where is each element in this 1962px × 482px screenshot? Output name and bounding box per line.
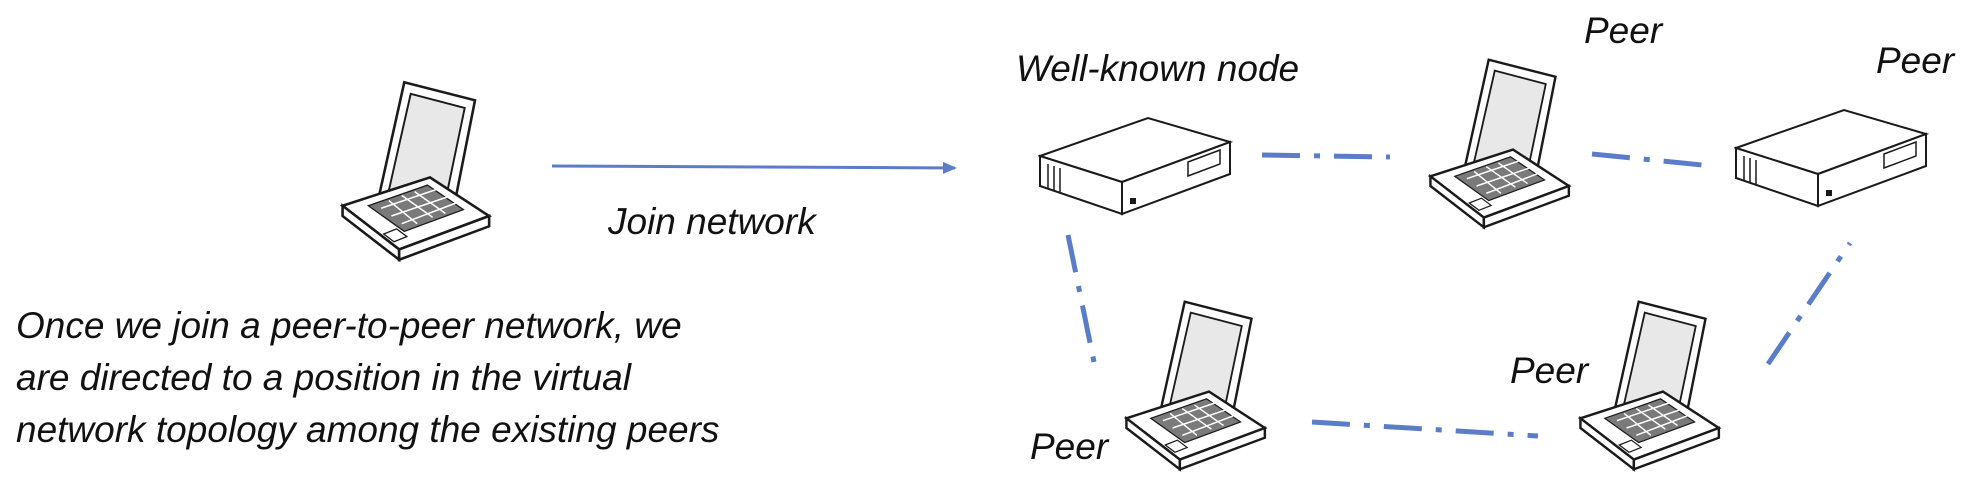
peer-bottom-right-label: Peer xyxy=(1510,350,1589,391)
link-peer-bottom-left-to-peer-bottom-right xyxy=(1311,419,1539,439)
peer-bottom-right-laptop-icon xyxy=(1578,300,1722,472)
well-known-server-icon xyxy=(1038,116,1234,216)
link-wellknown-to-peer-top xyxy=(1261,152,1391,160)
peer-top-right-server-icon xyxy=(1734,108,1930,208)
well-known-node-label: Well-known node xyxy=(1016,48,1300,89)
link-peer-bottom-right-to-peer-top-right xyxy=(1765,241,1853,366)
caption-line: network topology among the existing peer… xyxy=(16,409,720,450)
link-wellknown-to-peer-bottom-left xyxy=(1065,234,1097,363)
peer-bottom-left-laptop-icon xyxy=(1124,300,1268,472)
join-arrow xyxy=(551,161,957,174)
joining-laptop-icon xyxy=(340,80,492,262)
caption-text: Once we join a peer-to-peer network, we … xyxy=(16,300,836,456)
link-peer-top-to-peer-top-right xyxy=(1591,151,1713,169)
peer-top-laptop-icon xyxy=(1428,58,1572,230)
caption-line: are directed to a position in the virtua… xyxy=(16,357,631,398)
join-network-label: Join network xyxy=(608,201,816,242)
peer-bottom-left-label: Peer xyxy=(1030,426,1109,467)
caption-line: Once we join a peer-to-peer network, we xyxy=(16,305,682,346)
peer-top-right-label: Peer xyxy=(1876,40,1955,81)
peer-top-label: Peer xyxy=(1584,10,1663,51)
